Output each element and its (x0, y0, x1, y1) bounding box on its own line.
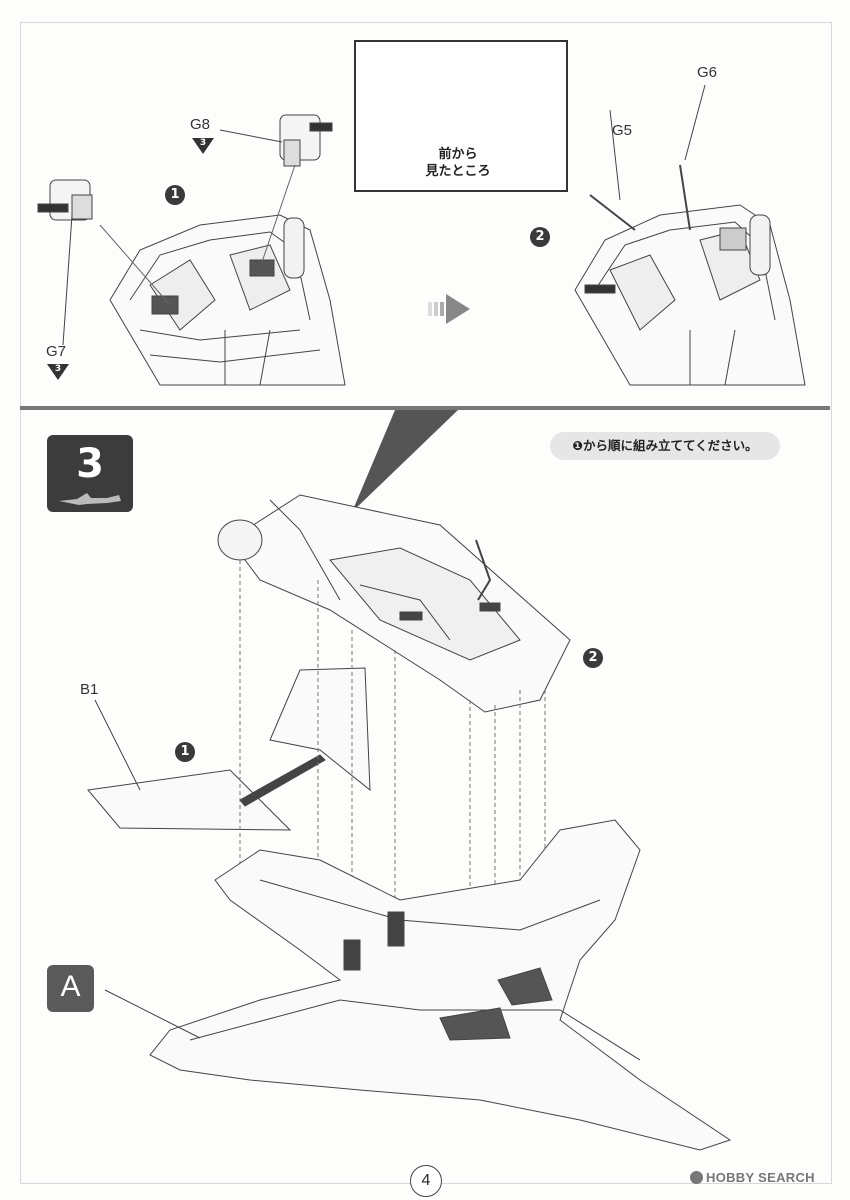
fin-b1 (87, 667, 371, 831)
sub-step-1: 1 (175, 742, 195, 762)
sprue-sheet-box: A (47, 965, 94, 1012)
front-view-callout (354, 40, 568, 192)
cockpit-section-left (109, 214, 346, 386)
front-view-caption-line1: 前から (438, 147, 478, 162)
step-number: 3 (76, 441, 104, 487)
fuselage-upper (217, 494, 571, 713)
front-view-caption: 前から 見たところ (418, 146, 498, 180)
seat-g7 (37, 179, 93, 221)
sheet-badge-g7-number: 3 (54, 364, 62, 374)
seat-g8 (279, 114, 333, 167)
sub-step-2-top: 2 (530, 227, 550, 247)
brand-logo-icon (690, 1171, 703, 1184)
part-label-g5: G5 (612, 122, 633, 139)
step-number-box: 3 (47, 435, 133, 512)
jet-silhouette-icon (59, 493, 121, 505)
watermark-text: HOBBY SEARCH (706, 1170, 815, 1185)
sub-step-1-top: 1 (165, 185, 185, 205)
part-label-g8: G8 (190, 116, 211, 133)
assembly-instruction: ❶から順に組み立ててください。 (550, 432, 780, 460)
part-label-b1: B1 (80, 681, 99, 698)
triangle-icon (192, 138, 214, 154)
section-divider (20, 406, 830, 410)
progress-arrow (428, 294, 470, 324)
front-view-caption-line2: 見たところ (425, 164, 491, 179)
sheet-badge-g8: 3 (192, 138, 214, 154)
cockpit-section-right (574, 84, 806, 386)
sprue-sheet-letter: A (60, 970, 81, 1003)
sheet-badge-g8-number: 3 (199, 138, 207, 148)
lower-fuselage-a (104, 819, 732, 1151)
triangle-icon (47, 364, 69, 380)
sub-step-2: 2 (583, 648, 603, 668)
sheet-badge-g7: 3 (47, 364, 69, 380)
page-number: 4 (410, 1165, 442, 1197)
part-label-g6: G6 (697, 64, 718, 81)
part-label-g7: G7 (46, 343, 67, 360)
watermark: HOBBY SEARCH (690, 1170, 815, 1185)
